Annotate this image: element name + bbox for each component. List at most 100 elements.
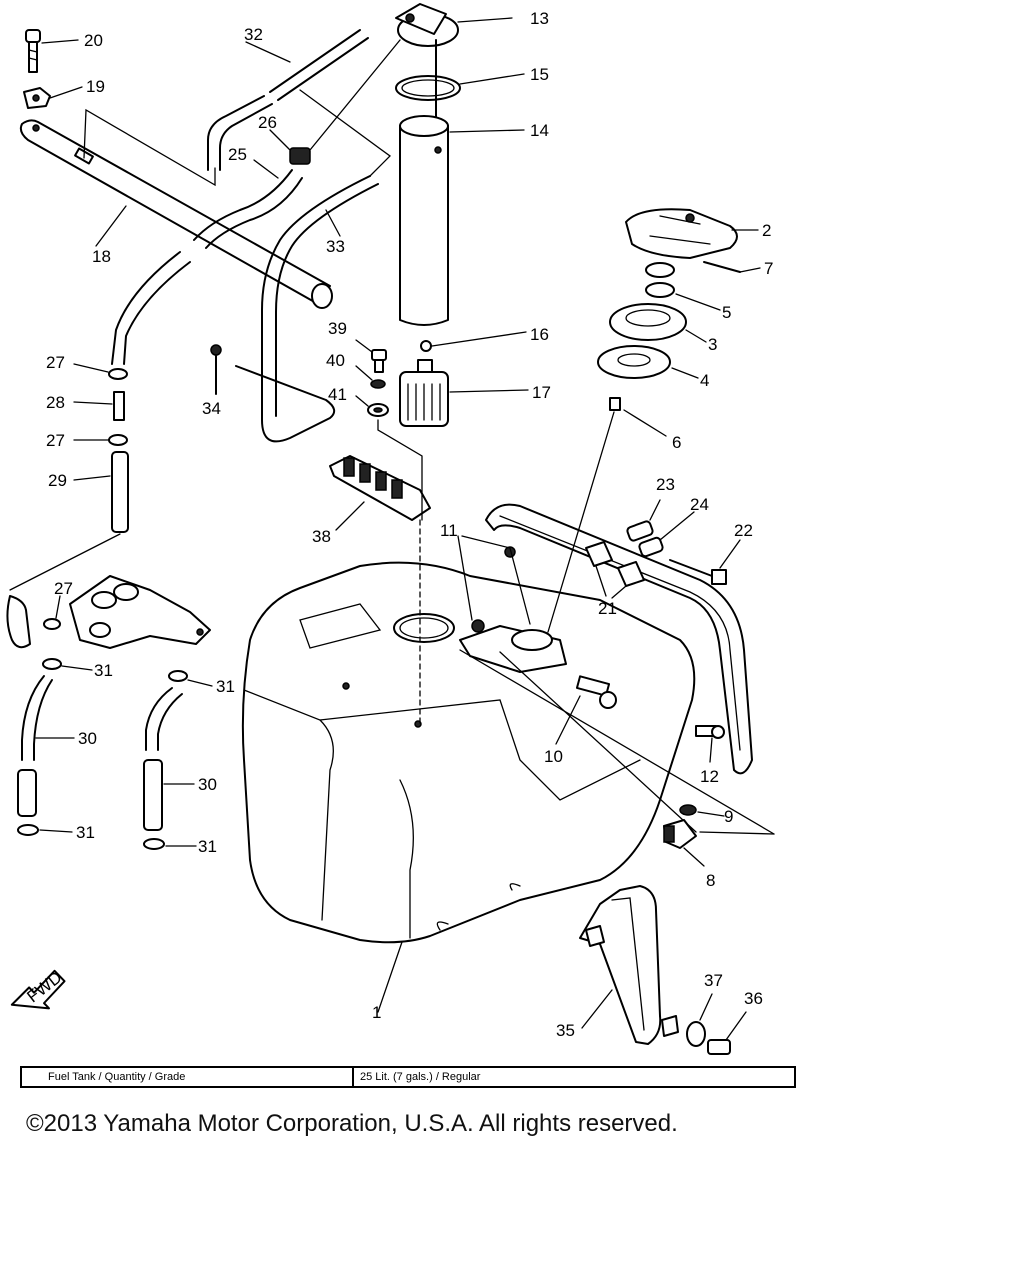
- part-17-filter: [399, 359, 529, 427]
- callout-21: 21: [598, 599, 617, 618]
- part-hose-left: [111, 251, 191, 365]
- callout-11: 11: [440, 521, 458, 540]
- callout-27-middle: 27: [46, 431, 65, 450]
- callout-22: 22: [734, 521, 753, 540]
- callout-28: 28: [46, 393, 65, 412]
- callout-17: 17: [532, 383, 551, 402]
- callout-10: 10: [544, 747, 563, 766]
- callout-36: 36: [744, 989, 763, 1008]
- part-19-clamp: [23, 86, 83, 109]
- callout-14: 14: [530, 121, 549, 140]
- callout-38: 38: [312, 527, 331, 546]
- part-36-bolt: [707, 1011, 747, 1055]
- callout-31-right-top: 31: [216, 677, 235, 696]
- part-30-hose-left: [17, 675, 75, 817]
- part-25-hose: [193, 159, 303, 249]
- fwd-arrow-icon: FWD: [10, 968, 66, 1010]
- callout-27-pump: 27: [54, 579, 73, 598]
- callout-9: 9: [724, 807, 733, 826]
- part-6-pin: [547, 397, 667, 633]
- callout-6: 6: [672, 433, 681, 452]
- part-23-nut: [626, 499, 661, 542]
- part-4-seat: [597, 345, 699, 379]
- callout-41: 41: [328, 385, 347, 404]
- part-31-clamp-right-bottom: [143, 838, 197, 850]
- part-fuel-pump: [6, 575, 211, 649]
- callout-25: 25: [228, 145, 247, 164]
- part-24-spacer: [638, 511, 695, 558]
- part-41-washer: [355, 395, 389, 417]
- callout-1: 1: [372, 1003, 381, 1022]
- callout-18: 18: [92, 247, 111, 266]
- spec-value: 25 Lit. (7 gals.) / Regular: [360, 1071, 481, 1083]
- callout-33: 33: [326, 237, 345, 256]
- part-15-ring: [395, 73, 525, 101]
- callout-15: 15: [530, 65, 549, 84]
- callout-24: 24: [690, 495, 709, 514]
- part-26-fitting: [269, 39, 401, 165]
- part-31-clamp-right-top: [168, 670, 213, 687]
- callout-31-left-bottom: 31: [76, 823, 95, 842]
- spec-table: Fuel Tank / Quantity / Grade 25 Lit. (7 …: [20, 1066, 796, 1088]
- callout-31-right-bottom: 31: [198, 837, 217, 856]
- part-34-clip: [210, 344, 222, 395]
- part-20-bolt: [25, 29, 79, 73]
- callout-12: 12: [700, 767, 719, 786]
- part-12-bolt: [695, 725, 725, 763]
- part-fuel-fitting: [457, 535, 775, 835]
- part-3-gasket: [609, 303, 707, 343]
- part-37-washer: [686, 993, 713, 1047]
- callout-numbers: 1 2 3 4 5 6 7 8 9 10 11 12 13 14 15 16 1…: [46, 9, 773, 1040]
- callout-32: 32: [244, 25, 263, 44]
- callout-26: 26: [258, 113, 277, 132]
- part-30-hose-right: [143, 687, 195, 831]
- part-18-tube: [19, 108, 333, 309]
- part-31-clamp-left-top: [42, 658, 93, 671]
- callout-8: 8: [706, 871, 715, 890]
- part-14-sender-tube: [399, 39, 525, 326]
- callout-4: 4: [700, 371, 709, 390]
- part-8-fitting: [663, 819, 775, 867]
- callout-35: 35: [556, 1021, 575, 1040]
- callout-31-left-top: 31: [94, 661, 113, 680]
- part-28-joint: [73, 391, 125, 421]
- part-16-clip: [420, 331, 527, 352]
- callout-29: 29: [48, 471, 67, 490]
- part-32-hose: [207, 29, 369, 171]
- part-2-cap: [625, 208, 759, 259]
- part-22-bolt: [669, 539, 741, 585]
- part-27-clamp-upper: [73, 363, 128, 380]
- part-29-hose: [9, 451, 129, 591]
- callout-16: 16: [530, 325, 549, 344]
- part-13-sender-cap: [395, 3, 513, 47]
- callout-20: 20: [84, 31, 103, 50]
- callout-39: 39: [328, 319, 347, 338]
- callout-7: 7: [764, 259, 773, 278]
- callout-2: 2: [762, 221, 771, 240]
- part-5-spring: [645, 262, 721, 311]
- callout-37: 37: [704, 971, 723, 990]
- part-1-fuel-tank: [241, 519, 696, 1013]
- part-21-strap: [485, 503, 753, 775]
- part-27-clamp-middle: [73, 434, 128, 446]
- callout-13: 13: [530, 9, 549, 28]
- spec-label: Fuel Tank / Quantity / Grade: [22, 1068, 354, 1086]
- part-35-support: [579, 885, 679, 1045]
- callout-3: 3: [708, 335, 717, 354]
- callout-30-right: 30: [198, 775, 217, 794]
- callout-5: 5: [722, 303, 731, 322]
- part-9-nut: [679, 804, 725, 817]
- part-33-hose: [235, 89, 391, 443]
- fuel-tank-exploded-diagram: FWD 1 2 3 4 5 6 7 8 9 10 11 12 13 14 15 …: [6, 3, 775, 1055]
- callout-34: 34: [202, 399, 221, 418]
- part-40-washer: [355, 365, 386, 389]
- callout-40: 40: [326, 351, 345, 370]
- copyright-notice: ©2013 Yamaha Motor Corporation, U.S.A. A…: [26, 1110, 678, 1137]
- callout-23: 23: [656, 475, 675, 494]
- part-31-clamp-left-bottom: [17, 824, 73, 836]
- part-7-pin: [703, 261, 761, 273]
- part-10-bolt: [555, 675, 617, 745]
- callout-30-left: 30: [78, 729, 97, 748]
- callout-27-upper: 27: [46, 353, 65, 372]
- callout-19: 19: [86, 77, 105, 96]
